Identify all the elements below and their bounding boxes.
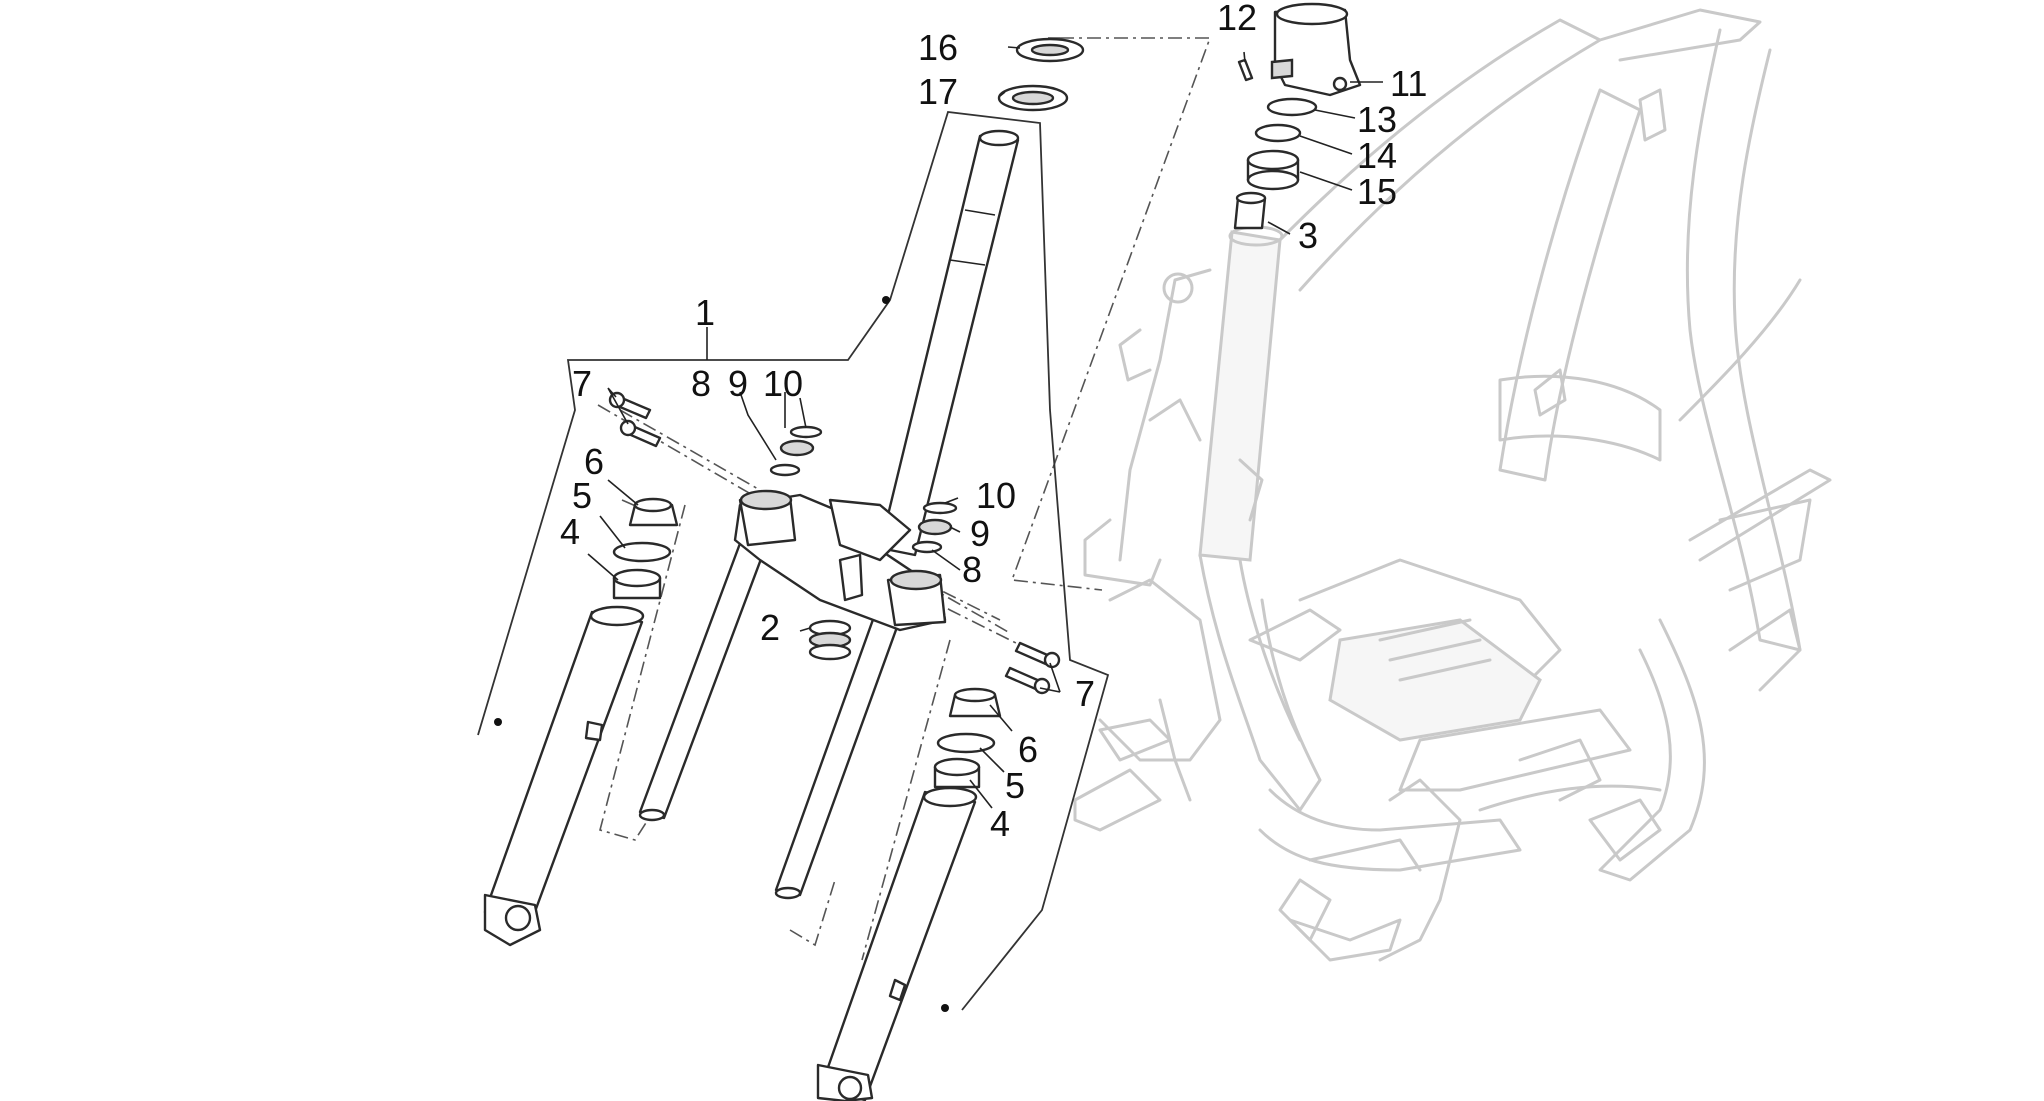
callout-14: 14: [1357, 135, 1397, 176]
washer-13: [1266, 97, 1318, 117]
washer-stack-right: [911, 501, 958, 554]
callout-1: 1: [695, 292, 715, 333]
bolts-7-left: [608, 391, 662, 448]
callout-13: 13: [1357, 99, 1397, 140]
callout-10-left: 10: [763, 363, 803, 404]
callout-6-right: 6: [1018, 729, 1038, 770]
bolts-7-right: [1004, 641, 1061, 695]
fork-leg-right: [816, 786, 978, 1101]
bearing-16: [1015, 37, 1085, 63]
washer-stack-left: [769, 425, 823, 477]
bushing-2: [808, 619, 852, 661]
ring-nut-15: [1246, 149, 1300, 191]
callout-17: 17: [918, 71, 958, 112]
callout-5-right: 5: [1005, 765, 1025, 806]
callout-numbers: 1 2 3 4 4 5 5 6 6 7 7 8 8 9 9 10 10 11 1…: [560, 0, 1427, 844]
bushing-3: [1233, 191, 1267, 230]
callout-leaders: [587, 46, 1383, 809]
callout-15: 15: [1357, 171, 1397, 212]
callout-8-left: 8: [691, 363, 711, 404]
callout-12: 12: [1217, 0, 1257, 38]
callout-7-right: 7: [1075, 673, 1095, 714]
dot-marker: [494, 718, 502, 726]
callout-11: 11: [1390, 63, 1427, 104]
callout-10-right: 10: [976, 475, 1016, 516]
callout-9-left: 9: [728, 363, 748, 404]
callout-3: 3: [1298, 215, 1318, 256]
triple-clamp: [733, 489, 947, 632]
callout-4-right: 4: [990, 803, 1010, 844]
seal-stack-right: [933, 687, 1002, 789]
callout-2: 2: [760, 607, 780, 648]
bearing-17: [997, 84, 1069, 112]
fork-leg-left: [483, 605, 645, 947]
callout-6-left: 6: [584, 441, 604, 482]
callout-5-left: 5: [572, 475, 592, 516]
assembly-1-bracket: [477, 111, 1110, 1011]
dot-marker: [941, 1004, 949, 1012]
callout-9-right: 9: [970, 513, 990, 554]
callout-16: 16: [918, 27, 958, 68]
washer-14: [1254, 123, 1302, 143]
pin-12: [1237, 58, 1254, 82]
steering-lock-housing-11: [1270, 2, 1362, 97]
dot-marker: [882, 296, 890, 304]
steering-stem-tube: [878, 129, 1020, 557]
seal-stack-left: [612, 497, 679, 600]
scooter-frame-ghost: [1073, 8, 1832, 962]
fork-tube-left: [638, 528, 772, 822]
callout-7-left: 7: [572, 363, 592, 404]
callout-8-right: 8: [962, 549, 982, 590]
callout-4-left: 4: [560, 511, 580, 552]
